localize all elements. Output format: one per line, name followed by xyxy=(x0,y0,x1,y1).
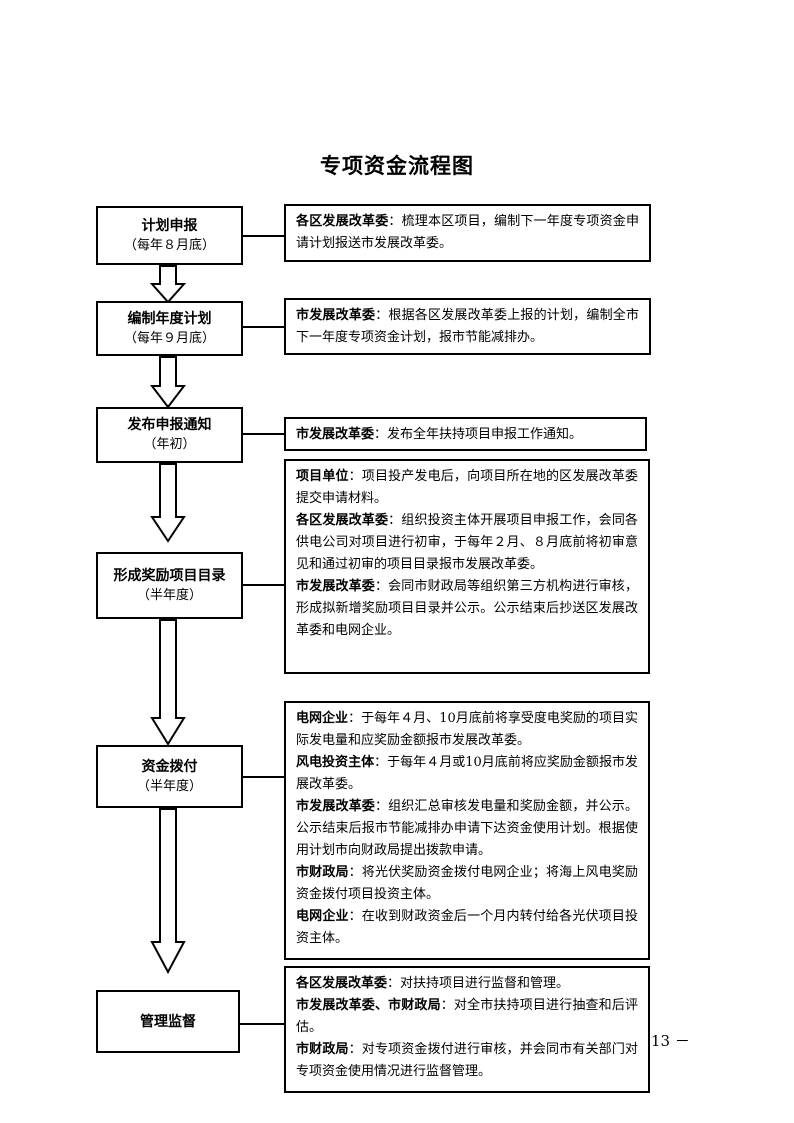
role-label: 风电投资主体 xyxy=(296,755,375,770)
description-box-5: 电网企业：于每年４月、10月底前将享受度电奖励的项目实际发电量和应奖励金额报市发… xyxy=(284,701,650,960)
description-paragraph: 电网企业：在收到财政资金后一个月内转付给各光伏项目投资主体。 xyxy=(296,906,638,950)
down-arrow-icon xyxy=(149,356,187,409)
role-label: 项目单位 xyxy=(296,469,349,484)
stage-name: 计划申报 xyxy=(141,217,198,234)
description-paragraph: 风电投资主体：于每年４月或10月底前将应奖励金额报市发展改革委。 xyxy=(296,752,638,796)
description-paragraph: 项目单位：项目投产发电后，向项目所在地的区发展改革委提交申请材料。 xyxy=(296,466,638,510)
description-paragraph: 市发展改革委：组织汇总审核发电量和奖励金额，并公示。公示结束后报市节能减排办申请… xyxy=(296,796,638,862)
down-arrow-icon xyxy=(150,463,186,543)
role-label: 各区发展改革委 xyxy=(296,214,389,229)
description-paragraph: 市发展改革委：会同市财政局等组织第三方机构进行审核，形成拟新增奖励项目目录并公示… xyxy=(296,576,638,642)
stage-supervision: 管理监督 xyxy=(96,990,240,1053)
description-paragraph: 市发展改革委、市财政局：对全市扶持项目进行抽查和后评估。 xyxy=(296,995,638,1039)
description-paragraph: 电网企业：于每年４月、10月底前将享受度电奖励的项目实际发电量和应奖励金额报市发… xyxy=(296,708,638,752)
description-text: ：对全市扶持项目进行抽查和后评估。 xyxy=(296,998,638,1035)
description-text: ：项目投产发电后，向项目所在地的区发展改革委提交申请材料。 xyxy=(296,469,638,506)
page-title: 专项资金流程图 xyxy=(320,153,474,178)
stage-publish-notice: 发布申报通知 （年初） xyxy=(96,407,243,463)
description-paragraph: 市发展改革委：根据各区发展改革委上报的计划，编制全市下一年度专项资金计划，报市节… xyxy=(296,305,639,349)
description-paragraph: 各区发展改革委：组织投资主体开展项目申报工作，会同各供电公司对项目进行初审，于每… xyxy=(296,510,638,576)
description-text: ：根据各区发展改革委上报的计划，编制全市下一年度专项资金计划，报市节能减排办。 xyxy=(296,308,639,345)
description-paragraph: 各区发展改革委：对扶持项目进行监督和管理。 xyxy=(296,973,638,995)
description-box-1: 各区发展改革委：梳理本区项目，编制下一年度专项资金申请计划报送市发展改革委。 xyxy=(284,204,651,262)
stage-time: （半年度） xyxy=(136,587,202,603)
description-text: ：梳理本区项目，编制下一年度专项资金申请计划报送市发展改革委。 xyxy=(296,214,639,251)
description-paragraph: 市财政局：对专项资金拨付进行审核，并会同市有关部门对专项资金使用情况进行监督管理… xyxy=(296,1039,638,1083)
role-label: 电网企业 xyxy=(296,711,349,726)
stage-name: 发布申报通知 xyxy=(127,417,212,433)
description-text: ：于每年４月、10月底前将享受度电奖励的项目实际发电量和应奖励金额报市发展改革委… xyxy=(296,711,638,748)
role-label: 市财政局 xyxy=(296,1042,349,1057)
stage-name: 形成奖励项目目录 xyxy=(113,567,226,584)
description-text: ：发布全年扶持项目申报工作通知。 xyxy=(374,427,583,442)
stage-time: （年初） xyxy=(143,437,196,452)
page-number: 13 － xyxy=(651,1032,690,1050)
stage-name: 资金拨付 xyxy=(141,758,198,775)
description-text: ：组织汇总审核发电量和奖励金额，并公示。公示结束后报市节能减排办申请下达资金使用… xyxy=(296,799,638,858)
description-text: ：对扶持项目进行监督和管理。 xyxy=(387,976,570,991)
role-label: 各区发展改革委 xyxy=(296,976,388,991)
description-paragraph: 市发展改革委：发布全年扶持项目申报工作通知。 xyxy=(296,424,635,446)
description-box-3: 市发展改革委：发布全年扶持项目申报工作通知。 xyxy=(284,417,647,451)
role-label: 市发展改革委、市财政局 xyxy=(296,998,441,1013)
stage-time: （每年９月底） xyxy=(123,330,215,346)
description-paragraph: 各区发展改革委：梳理本区项目，编制下一年度专项资金申请计划报送市发展改革委。 xyxy=(296,211,639,255)
role-label: 各区发展改革委 xyxy=(296,513,389,528)
stage-name: 编制年度计划 xyxy=(127,310,212,327)
description-text: ：会同市财政局等组织第三方机构进行审核，形成拟新增奖励项目目录并公示。公示结束后… xyxy=(296,579,638,638)
stage-time: （半年度） xyxy=(136,778,202,794)
down-arrow-icon xyxy=(150,619,186,746)
description-text: ：对专项资金拨付进行审核，并会同市有关部门对专项资金使用情况进行监督管理。 xyxy=(296,1042,638,1079)
role-label: 市发展改革委 xyxy=(296,799,375,814)
stage-annual-plan: 编制年度计划 （每年９月底） xyxy=(96,301,243,356)
description-box-6: 各区发展改革委：对扶持项目进行监督和管理。 市发展改革委、市财政局：对全市扶持项… xyxy=(284,966,650,1093)
description-text: ：于每年４月或10月底前将应奖励金额报市发展改革委。 xyxy=(296,755,638,792)
description-box-2: 市发展改革委：根据各区发展改革委上报的计划，编制全市下一年度专项资金计划，报市节… xyxy=(284,298,651,355)
stage-reward-catalog: 形成奖励项目目录 （半年度） xyxy=(96,552,243,619)
down-arrow-icon xyxy=(150,808,186,975)
role-label: 市财政局 xyxy=(296,865,349,880)
stage-fund-allocation: 资金拨付 （半年度） xyxy=(96,745,243,808)
description-box-4: 项目单位：项目投产发电后，向项目所在地的区发展改革委提交申请材料。 各区发展改革… xyxy=(284,459,650,674)
down-arrow-icon xyxy=(149,265,187,304)
stage-name: 管理监督 xyxy=(140,1013,196,1030)
stage-time: （每年８月底） xyxy=(123,237,215,253)
role-label: 电网企业 xyxy=(296,909,349,924)
description-text: ：将光伏奖励资金拨付电网企业；将海上风电奖励资金拨付项目投资主体。 xyxy=(296,865,638,902)
description-text: ：在收到财政资金后一个月内转付给各光伏项目投资主体。 xyxy=(296,909,638,946)
role-label: 市发展改革委 xyxy=(296,308,376,323)
role-label: 市发展改革委 xyxy=(296,427,375,442)
role-label: 市发展改革委 xyxy=(296,579,375,594)
description-text: ：组织投资主体开展项目申报工作，会同各供电公司对项目进行初审，于每年２月、８月底… xyxy=(296,513,638,572)
stage-plan-application: 计划申报 （每年８月底） xyxy=(96,206,243,265)
description-paragraph: 市财政局：将光伏奖励资金拨付电网企业；将海上风电奖励资金拨付项目投资主体。 xyxy=(296,862,638,906)
